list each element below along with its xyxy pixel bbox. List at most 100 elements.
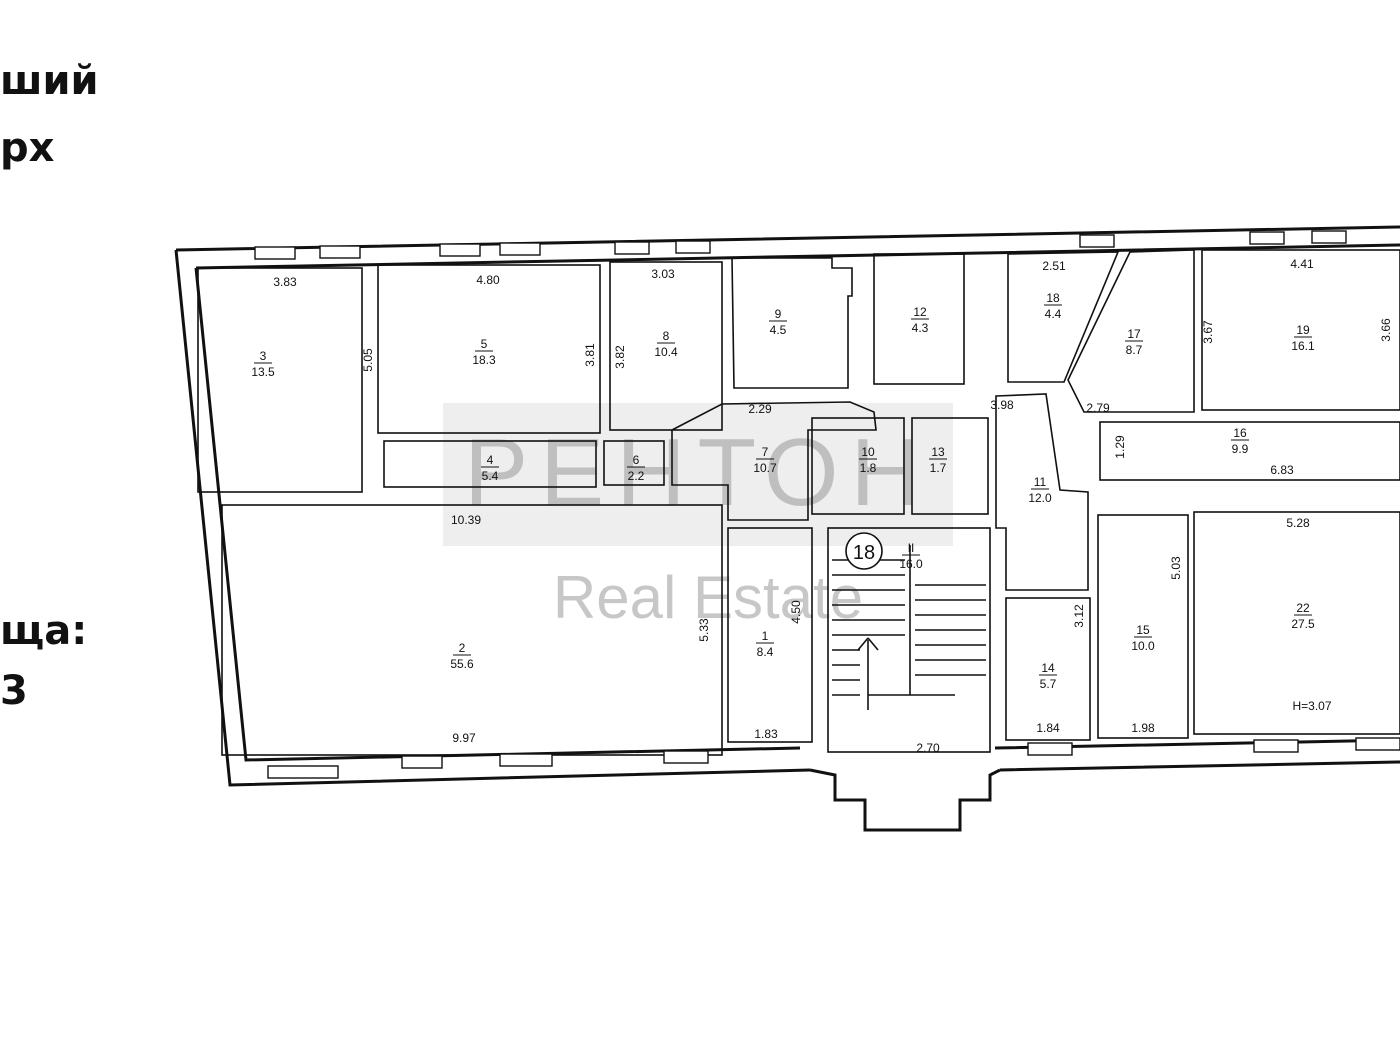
room-7-area: 10.7 [753, 461, 777, 475]
room-6-area: 2.2 [628, 469, 645, 483]
room-4-area: 5.4 [482, 469, 499, 483]
room-17-label: 178.7 [1125, 327, 1143, 357]
room-6-label: 62.2 [627, 453, 645, 483]
room-7-outline [671, 401, 877, 521]
staircase: 18 [832, 532, 986, 710]
dimension-label: 3.83 [273, 275, 297, 289]
room-18-outline [1007, 251, 1120, 383]
room-9-number: 9 [775, 307, 782, 321]
dimension-label: H=3.07 [1292, 699, 1331, 713]
room-outlines [197, 249, 1400, 756]
dimension-label: 1.83 [754, 727, 778, 741]
dimension-label: 2.70 [916, 741, 940, 755]
room-14-label: 145.7 [1039, 661, 1057, 691]
room-15-area: 10.0 [1131, 639, 1155, 653]
room-8-outline [609, 261, 723, 431]
room-4-label: 45.4 [481, 453, 499, 483]
dimension-label: 5.33 [697, 618, 711, 642]
room-16-outline [1099, 421, 1400, 481]
room-18-label: 184.4 [1044, 291, 1062, 321]
room-19-number: 19 [1296, 323, 1310, 337]
dimension-label: 3.12 [1072, 604, 1086, 628]
room-18-number: 18 [1046, 291, 1060, 305]
room-11-label: 11 12.0 [1028, 475, 1052, 505]
dimension-label: 4.80 [476, 273, 500, 287]
dimension-label: 2.51 [1042, 259, 1066, 273]
room-12-label: 124.3 [911, 305, 929, 335]
room-2-outline [221, 504, 723, 756]
room-22-label: 22 27.5 [1291, 601, 1315, 631]
room-12-number: 12 [913, 305, 927, 319]
stair-number: 18 [853, 542, 875, 564]
room-10-outline [811, 417, 905, 515]
room-22-area: 27.5 [1291, 617, 1315, 631]
room-9-outline [731, 257, 853, 389]
dimension-label: 2.79 [1086, 401, 1110, 415]
room-2-label: 255.6 [450, 641, 474, 671]
room-3-outline [197, 267, 363, 493]
room-13-label: 131.7 [929, 445, 947, 475]
stair-hall-area: 16.0 [899, 557, 923, 571]
dimension-label: 5.05 [361, 348, 375, 372]
dimension-label: 3.81 [583, 343, 597, 367]
room-2-number: 2 [459, 641, 466, 655]
stair-hall-number: II [908, 541, 915, 555]
dimension-label: 3.67 [1201, 320, 1215, 344]
room-11-number: 11 [1034, 475, 1047, 489]
stair-hall-label: II 16.0 [899, 541, 923, 571]
room-22-number: 22 [1296, 601, 1310, 615]
room-14-outline [1005, 597, 1091, 741]
dimension-label: 4.41 [1290, 257, 1314, 271]
room-18-area: 4.4 [1045, 307, 1062, 321]
dimension-label: 2.29 [748, 402, 772, 416]
room-5-label: 518.3 [472, 337, 496, 367]
room-3-number: 3 [260, 349, 267, 363]
room-17-area: 8.7 [1126, 343, 1143, 357]
room-7-label: 710.7 [753, 445, 777, 475]
room-13-number: 13 [931, 445, 945, 459]
dimension-label: 10.39 [451, 513, 481, 527]
dimension-label: 9.97 [452, 731, 476, 745]
room-3-label: 313.5 [251, 349, 275, 379]
dimension-label: 1.98 [1131, 721, 1155, 735]
dimension-label: 3.66 [1379, 318, 1393, 342]
side-label-line4: 3 [0, 668, 28, 714]
dimension-label: 1.29 [1113, 435, 1127, 459]
room-13-area: 1.7 [930, 461, 947, 475]
room-13-outline [911, 417, 989, 515]
room-1-number: 1 [762, 629, 769, 643]
room-8-number: 8 [663, 329, 670, 343]
stair-number-circle [845, 532, 883, 570]
room-14-number: 14 [1041, 661, 1055, 675]
room-11-area: 12.0 [1028, 491, 1052, 505]
side-label-line2: рх [0, 125, 55, 171]
room-2-area: 55.6 [450, 657, 474, 671]
room-8-area: 10.4 [654, 345, 678, 359]
room-19-outline [1201, 249, 1400, 411]
windows [254, 230, 1400, 779]
room-6-outline [603, 440, 665, 486]
watermark: РЕНТОН Real Estate [443, 403, 953, 631]
side-label-line1: ший [0, 58, 99, 104]
room-5-outline [377, 264, 601, 434]
room-1-outline [727, 527, 813, 743]
watermark-logo: РЕНТОН [464, 419, 932, 526]
room-17-number: 17 [1127, 327, 1141, 341]
room-7-number: 7 [762, 445, 769, 459]
room-4-number: 4 [487, 453, 494, 467]
room-1-area: 8.4 [757, 645, 774, 659]
stair-hall-outline [827, 527, 991, 753]
room-12-outline [873, 253, 965, 385]
room-14-area: 5.7 [1040, 677, 1057, 691]
room-5-number: 5 [481, 337, 488, 351]
room-16-number: 16 [1233, 426, 1247, 440]
room-16-label: 169.9 [1231, 426, 1249, 456]
room-6-number: 6 [633, 453, 640, 467]
dimension-label: 1.84 [1036, 721, 1060, 735]
room-9-area: 4.5 [770, 323, 787, 337]
room-10-area: 1.8 [860, 461, 877, 475]
dimension-label: 6.83 [1270, 463, 1294, 477]
